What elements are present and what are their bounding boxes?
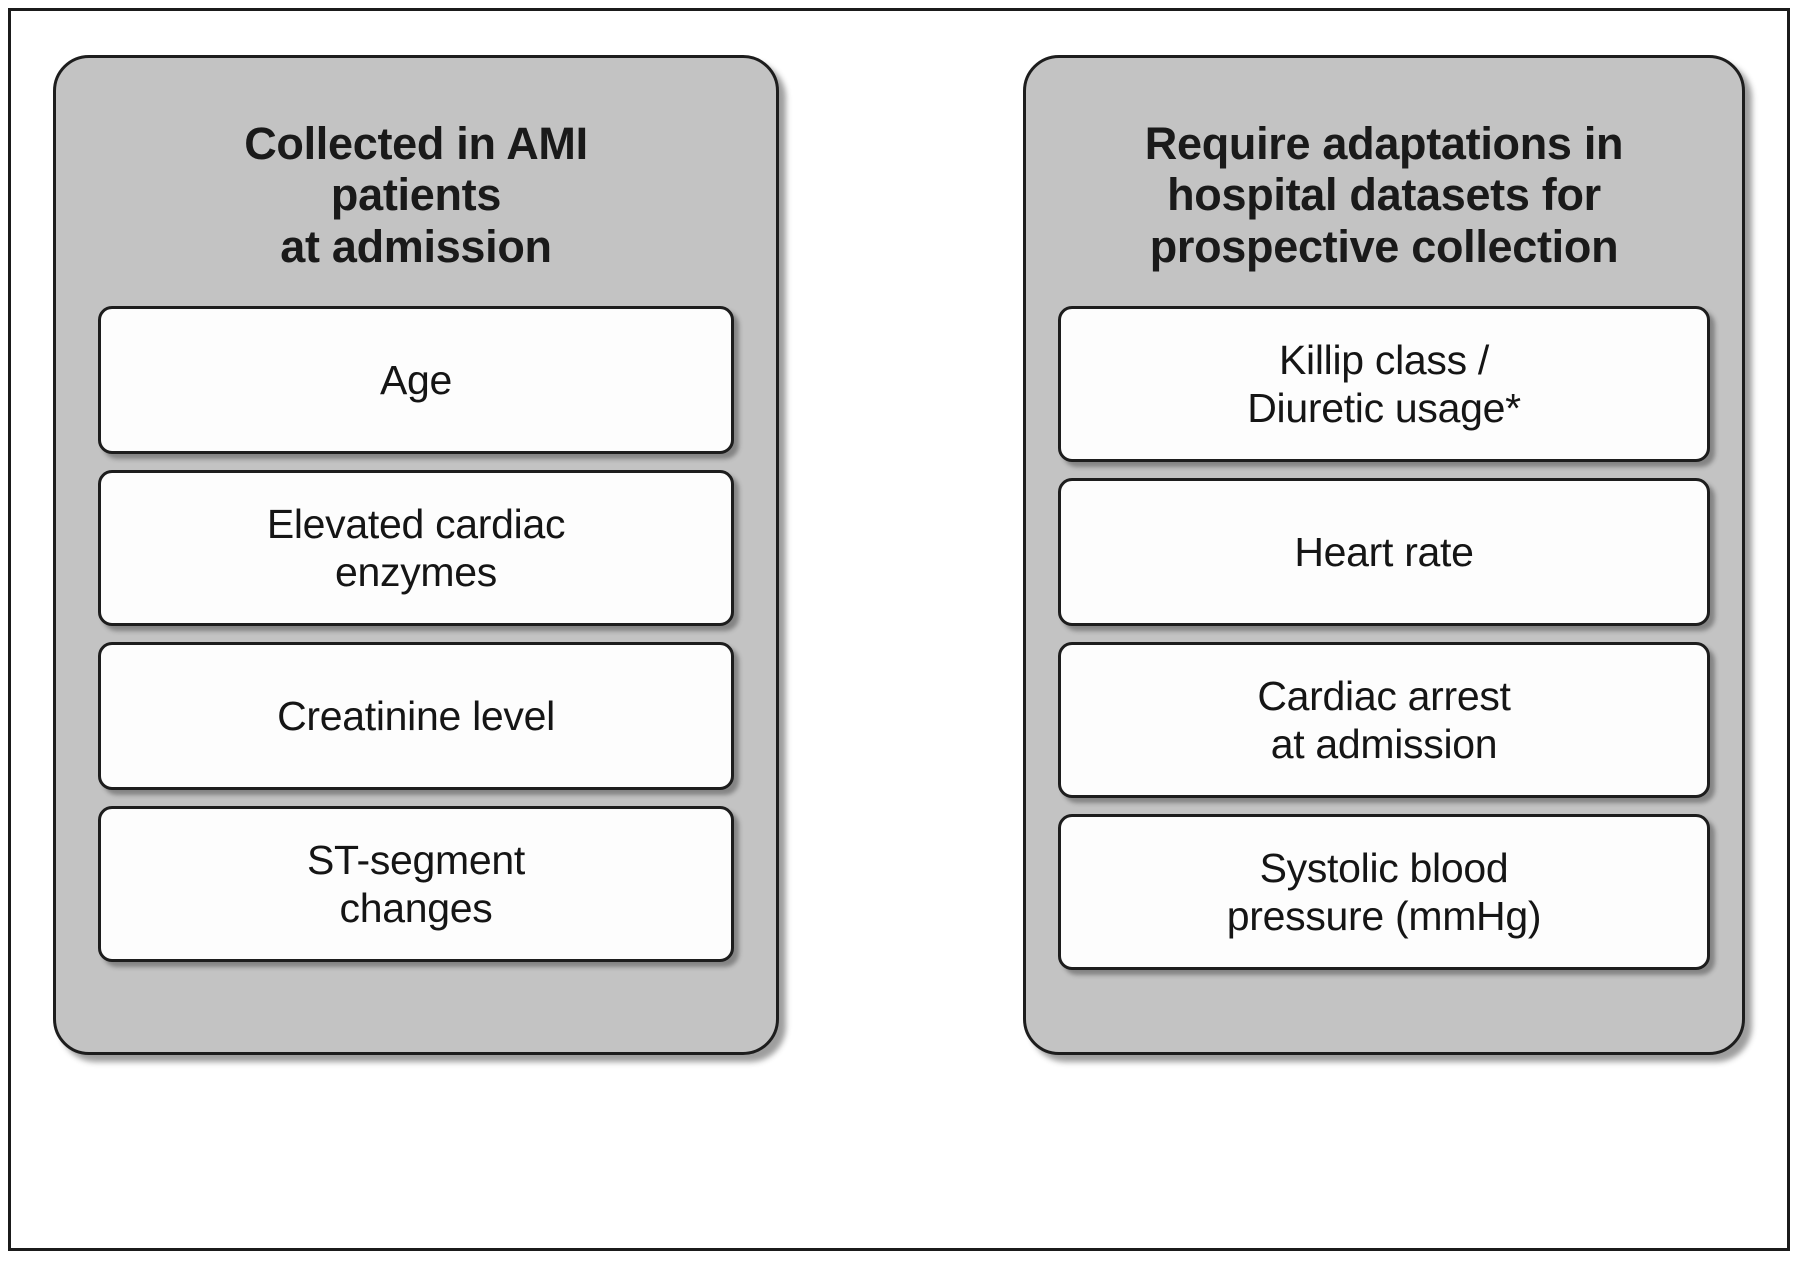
item-box-elevated-cardiac-enzymes: Elevated cardiac enzymes <box>98 470 734 626</box>
panel-collected-in-ami-patients: Collected in AMI patients at admission A… <box>53 55 779 1055</box>
panel-container: Collected in AMI patients at admission A… <box>11 11 1787 1248</box>
item-label-heart-rate: Heart rate <box>1294 528 1474 575</box>
panel-collected-item-list: Age Elevated cardiac enzymes Creatinine … <box>84 306 748 962</box>
item-box-creatinine-level: Creatinine level <box>98 642 734 790</box>
panel-adaptations-header: Require adaptations in hospital datasets… <box>1144 118 1624 272</box>
item-box-cardiac-arrest-at-admission: Cardiac arrest at admission <box>1058 642 1710 798</box>
panel-adaptations-item-list: Killip class / Diuretic usage* Heart rat… <box>1052 306 1716 970</box>
item-label-elevated-cardiac-enzymes: Elevated cardiac enzymes <box>266 500 566 595</box>
item-box-age: Age <box>98 306 734 454</box>
item-box-killip-class-diuretic-usage: Killip class / Diuretic usage* <box>1058 306 1710 462</box>
panel-collected-header: Collected in AMI patients at admission <box>244 118 588 272</box>
item-label-age: Age <box>379 356 453 403</box>
panel-require-adaptations: Require adaptations in hospital datasets… <box>1023 55 1745 1055</box>
item-box-st-segment-changes: ST-segment changes <box>98 806 734 962</box>
item-box-systolic-blood-pressure: Systolic blood pressure (mmHg) <box>1058 814 1710 970</box>
item-box-heart-rate: Heart rate <box>1058 478 1710 626</box>
figure-frame: Collected in AMI patients at admission A… <box>8 8 1790 1251</box>
item-label-systolic-blood-pressure: Systolic blood pressure (mmHg) <box>1226 844 1542 939</box>
item-label-cardiac-arrest-at-admission: Cardiac arrest at admission <box>1257 672 1511 767</box>
item-label-creatinine-level: Creatinine level <box>277 692 555 739</box>
item-label-killip-class-diuretic-usage: Killip class / Diuretic usage* <box>1247 336 1521 431</box>
item-label-st-segment-changes: ST-segment changes <box>306 836 526 931</box>
